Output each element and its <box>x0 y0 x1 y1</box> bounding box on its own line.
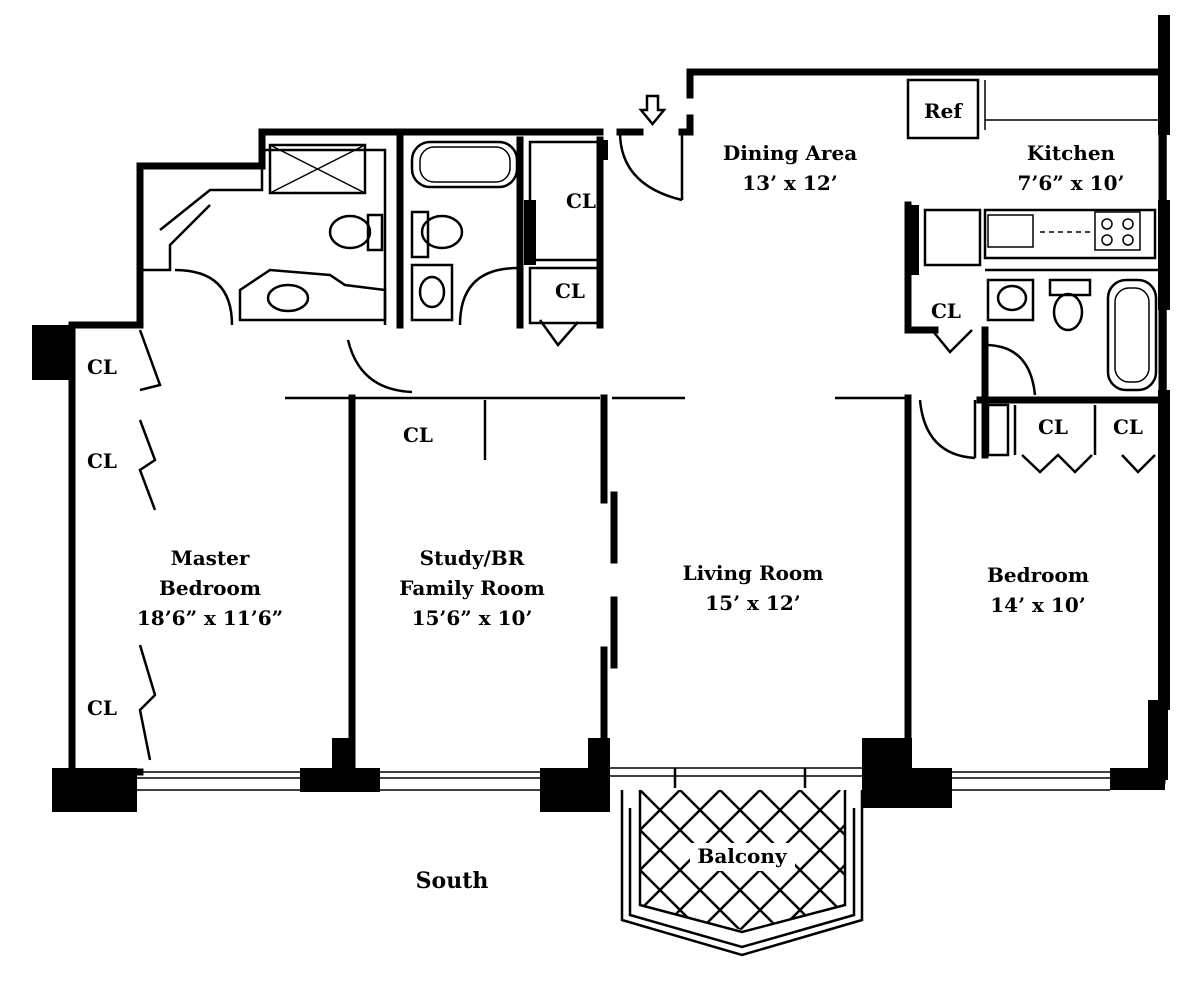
kitchen-sink-icon <box>987 214 1034 248</box>
stove-icon <box>1094 211 1141 251</box>
bb-toilet-icon <box>1052 292 1084 332</box>
study-door <box>346 339 413 394</box>
column-se2 <box>1148 700 1168 780</box>
orientation-label: South <box>416 868 489 894</box>
study-name-2: Family Room <box>399 576 544 600</box>
hall-toilet-icon <box>420 214 464 250</box>
dining-name: Dining Area <box>723 141 857 165</box>
closet-label: CL <box>555 279 585 303</box>
column-k <box>905 205 919 275</box>
hall-sink <box>410 263 454 322</box>
balcony <box>620 790 864 957</box>
labels: Dining Area 13’ x 12’ Kitchen 7’6” x 10’… <box>87 99 1143 894</box>
columns <box>32 15 1170 812</box>
entry-door <box>618 131 683 202</box>
closet-label: CL <box>403 423 433 447</box>
down-arrow-icon <box>638 94 667 126</box>
living-size: 15’ x 12’ <box>705 591 800 615</box>
bathtub-icon <box>410 140 519 189</box>
column-left <box>32 325 72 380</box>
closet-label: CL <box>1113 415 1143 439</box>
column-sw <box>52 768 137 812</box>
column-ne <box>1158 15 1170 135</box>
toilet-icon <box>328 214 372 250</box>
column-s2b <box>588 738 610 772</box>
bedroom-door <box>918 399 976 460</box>
living-name: Living Room <box>683 561 824 585</box>
dining-size: 13’ x 12’ <box>742 171 837 195</box>
closet-label: CL <box>931 299 961 323</box>
closet-lower <box>528 266 602 325</box>
shower-icon <box>268 143 367 195</box>
column-e1 <box>1158 200 1170 310</box>
bedroom-name: Bedroom <box>987 563 1089 587</box>
fridge <box>906 78 980 140</box>
windows <box>137 135 1167 791</box>
kitchen-size: 7’6” x 10’ <box>1018 171 1125 195</box>
walls <box>53 16 1166 784</box>
bb-tub-icon <box>1106 278 1158 392</box>
master-name-2: Bedroom <box>159 576 261 600</box>
bedroom-bath-door <box>984 343 1037 396</box>
column-e2 <box>1158 390 1170 710</box>
master-size: 18’6” x 11’6” <box>137 606 283 630</box>
hall-bath-door <box>458 266 519 326</box>
bb-sink <box>986 278 1035 322</box>
bath-fixtures <box>140 78 1162 460</box>
vanity <box>238 268 387 322</box>
closet-label: CL <box>1038 415 1068 439</box>
ref-label: Ref <box>924 99 963 123</box>
balcony-label: Balcony <box>697 844 788 868</box>
closet-label: CL <box>566 189 596 213</box>
closet-upper <box>528 140 602 262</box>
closet-label: CL <box>87 696 117 720</box>
bedroom-size: 14’ x 10’ <box>990 593 1085 617</box>
column-d <box>598 140 608 160</box>
closet-label: CL <box>87 449 117 473</box>
study-size: 15’6” x 10’ <box>412 606 533 630</box>
column-s2 <box>540 768 610 812</box>
kitchen-name: Kitchen <box>1027 141 1116 165</box>
master-bath-door <box>174 268 234 326</box>
closet-label: CL <box>87 355 117 379</box>
column-s1b <box>332 738 354 772</box>
sink-icon <box>266 283 310 313</box>
counter <box>983 208 1157 260</box>
column-s3b <box>900 768 952 808</box>
master-name-1: Master <box>171 546 250 570</box>
study-name-1: Study/BR <box>420 546 525 570</box>
doors <box>138 131 1156 761</box>
